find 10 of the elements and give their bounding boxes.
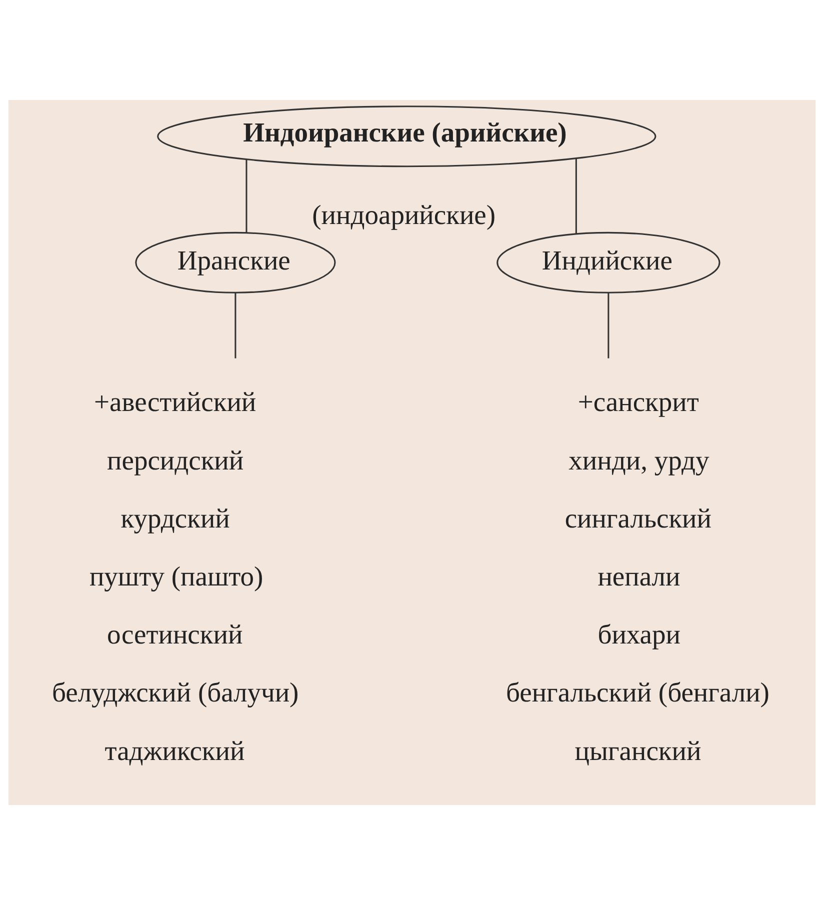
node-text: +санскрит хинди, урду сингальский непали бихари бенгальский (бенгали) цыганский — [506, 386, 770, 766]
connector — [246, 159, 248, 232]
node-ellipse: Индоиранские (арийские) — [157, 105, 656, 167]
connector — [234, 292, 236, 358]
connector — [608, 292, 610, 358]
node-label: (индоарийские) — [312, 198, 496, 230]
connector — [575, 158, 577, 234]
node-text: +авестийский персидский курдский пушту (пашто) осетинский белуджский (балучи) таджикский — [52, 386, 299, 766]
node-ellipse: Иранские — [135, 231, 336, 293]
node-ellipse: Индийские — [496, 231, 720, 293]
